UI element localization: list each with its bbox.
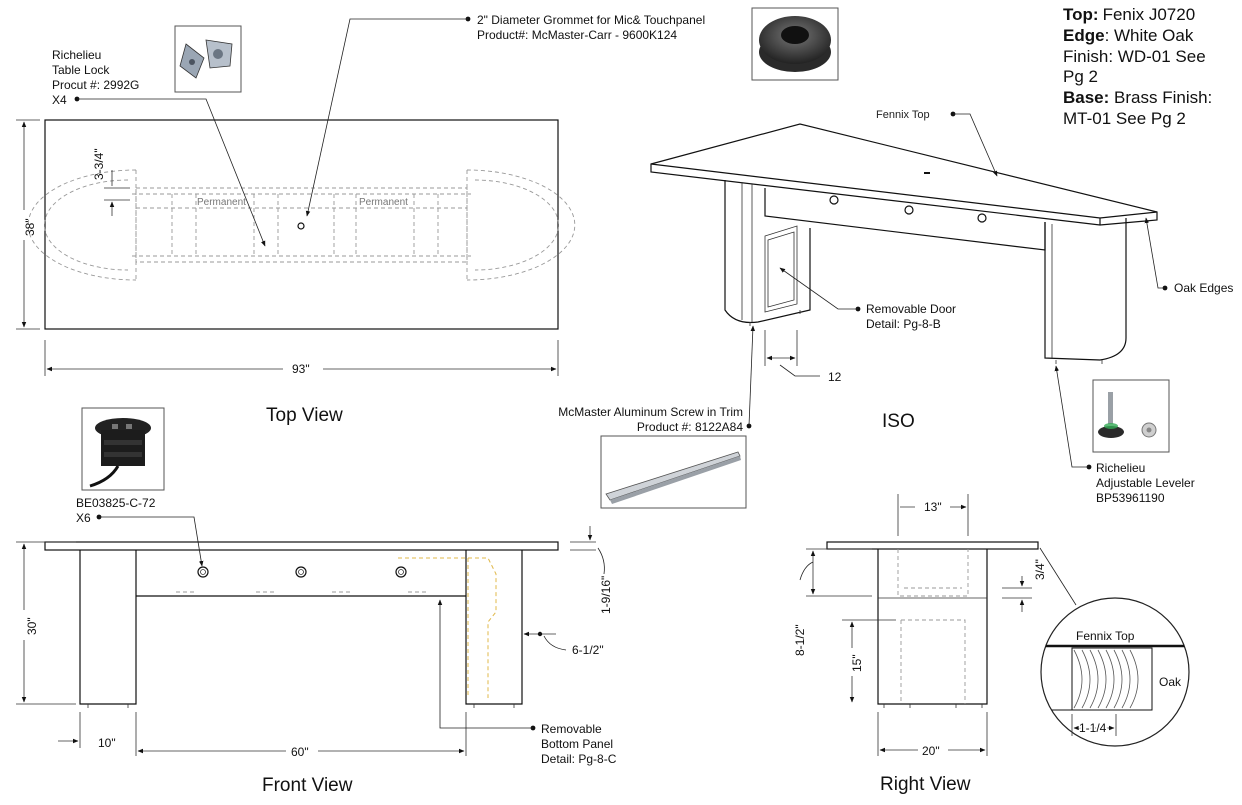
spec-edge-label: Edge [1063,26,1105,45]
permanent-label-left: Permanent [197,197,246,208]
iso-view-title: ISO [882,411,915,432]
front-top [44,541,559,551]
svg-text:Edge: White Oak: Edge: White Oak [1063,26,1194,45]
spec-top-label: Top: [1063,5,1099,24]
grommet-line2: Product#: McMaster-Carr - 9600K124 [477,28,677,42]
door-line2: Detail: Pg-8-B [866,317,941,331]
power-line1: BE03825-C-72 [76,496,156,510]
right-pedestal [877,549,988,705]
iso-table-top [650,123,1158,226]
top-view-outline [44,119,559,330]
dim-right-15: 15" [850,654,864,672]
table-lock-line2: Table Lock [52,63,110,77]
top-view: Permanent Permanent 93" 38" 3-3/4" Top V… [16,119,576,426]
dim-iso-12: 12 [828,370,842,384]
detail-width: 1-1/4 [1079,721,1107,735]
power-module-photo [81,407,165,491]
bottom-panel-line1: Removable [541,722,602,736]
dim-top-width: 93" [292,362,310,376]
dim-front-thick: 1-9/16" [599,576,613,614]
table-lock-line4: X4 [52,93,67,107]
dim-right-812: 8-1/2" [793,624,807,656]
power-line2: X6 [76,511,91,525]
front-view: 30" 10" 60" 1-9/16" 6-1/2" Front View [16,526,613,796]
spec-edge-line3: Pg 2 [1063,67,1098,86]
right-view-title: Right View [880,774,971,795]
permanent-label-right: Permanent [359,197,408,208]
dim-front-60: 60" [291,745,309,759]
detail-fennix-top: Fennix Top [1076,629,1135,643]
grommet-photo [751,7,839,81]
iso-fennix-top-label: Fennix Top [876,109,930,121]
leveler-line2: Adjustable Leveler [1096,476,1195,490]
bottom-panel-line2: Bottom Panel [541,737,613,751]
dim-front-10: 10" [98,736,116,750]
iso-oak-edges-label: Oak Edges [1174,281,1233,295]
bottom-panel-line3: Detail: Pg-8-C [541,752,617,766]
leveler-line3: BP53961190 [1096,491,1165,505]
grommet-line1: 2" Diameter Grommet for Mic& Touchpanel [477,13,705,27]
front-right-leg [465,550,523,705]
spec-block: Top:Fenix J0720 Edge: White Oak Finish: … [1063,5,1212,128]
iso-right-pedestal [1044,218,1127,361]
top-view-title: Top View [266,405,343,426]
table-lock-photo [174,25,242,93]
edge-detail: Fennix Top Oak 1-1/4 [1040,597,1190,747]
screw-line1: McMaster Aluminum Screw in Trim [558,405,743,419]
grommet-callout: 2" Diameter Grommet for Mic& Touchpanel … [305,7,839,217]
leveler-line1: Richelieu [1096,461,1145,475]
spec-edge-value: : White Oak [1105,26,1194,45]
bottom-panel-callout: Removable Bottom Panel Detail: Pg-8-C [437,599,617,766]
dim-front-height: 30" [25,617,39,635]
iso-view: Fennix Top Oak Edges Removable Door Deta… [650,109,1233,432]
table-lock-line3: Procut #: 2992G [52,78,139,92]
dim-front-65: 6-1/2" [572,643,604,657]
iso-left-pedestal [724,180,811,324]
door-line1: Removable Door [866,302,956,316]
leveler-callout: Richelieu Adjustable Leveler BP53961190 [1054,365,1195,505]
detail-oak: Oak [1159,675,1182,689]
dim-top-offset: 3-3/4" [92,148,106,180]
grommet-hole-top [297,222,305,230]
spec-base-label: Base: [1063,88,1109,107]
spec-edge-line2: Finish: WD-01 See [1063,47,1206,66]
front-left-leg [79,550,137,705]
front-view-title: Front View [262,775,353,796]
dim-top-depth: 38" [23,218,37,236]
top-view-hidden-base [27,169,576,281]
power-module-callout: BE03825-C-72 X6 [76,407,204,567]
leveler-photo [1092,379,1170,453]
dim-right-13: 13" [924,500,942,514]
table-lock-callout: Richelieu Table Lock Procut #: 2992G X4 [52,25,266,247]
front-hidden-door [398,557,497,698]
table-lock-line1: Richelieu [52,48,101,62]
spec-base-value: Brass Finish: [1109,88,1212,107]
svg-text:Base: Brass Finish:: Base: Brass Finish: [1063,88,1212,107]
spec-top-value: Fenix J0720 [1103,5,1196,24]
spec-base-line2: MT-01 See Pg 2 [1063,109,1186,128]
screw-trim-photo [600,435,747,509]
svg-text:Top:Fenix J0720: Top:Fenix J0720 [1063,5,1195,24]
screw-line2: Product #: 8122A84 [637,420,743,434]
dim-right-20: 20" [922,744,940,758]
screw-callout: McMaster Aluminum Screw in Trim Product … [558,325,756,509]
right-view: 13" 3/4" 8-1/2" 15" 20" Right View [793,494,1077,795]
dim-right-34: 3/4" [1033,559,1047,580]
right-top [826,541,1039,550]
